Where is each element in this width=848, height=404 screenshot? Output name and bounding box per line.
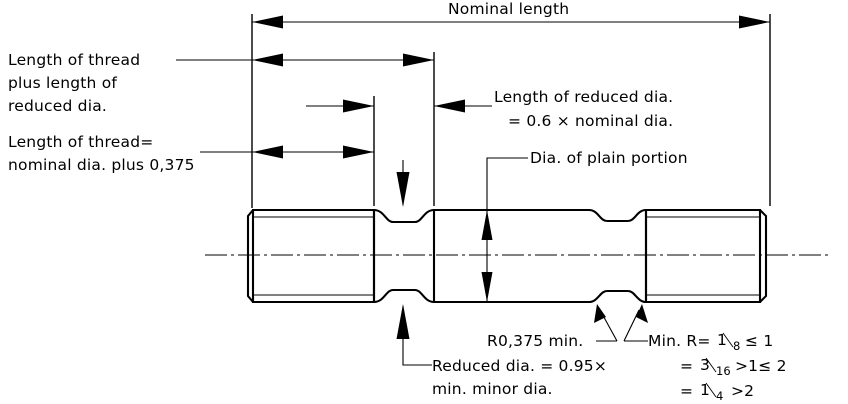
min-radius-row-1-condition: ≤ 1 bbox=[745, 332, 773, 350]
fillet-radius-arrowhead bbox=[594, 304, 606, 323]
annotation-reduced-dia: Reduced dia. = 0.95× min. minor dia. bbox=[396, 160, 607, 398]
left-reduced-dia-groove-top bbox=[372, 208, 436, 224]
min-radius-row-2-slash bbox=[705, 357, 717, 373]
min-radius-row-3-numerator: 1 bbox=[700, 381, 710, 399]
nominal-length-arrow-right bbox=[739, 15, 770, 29]
annotation-fillet-radius: R0,375 min. bbox=[487, 304, 618, 350]
right-undercut-top bbox=[587, 208, 648, 223]
thread-length-label-line1: Length of thread= bbox=[8, 133, 153, 151]
thread-plus-reduced-arrow-left bbox=[252, 53, 283, 67]
thread-plus-reduced-arrow-right bbox=[403, 53, 434, 67]
reduced-dia-top-arrowhead bbox=[396, 172, 410, 207]
dimension-thread-length: Length of thread= nominal dia. plus 0,37… bbox=[8, 133, 374, 174]
thread-plus-reduced-label-line3: reduced dia. bbox=[8, 97, 107, 115]
right-thread-body bbox=[644, 208, 768, 304]
min-radius-row-1: 1 8 ≤ 1 bbox=[717, 331, 773, 353]
stud-part-outline bbox=[205, 208, 830, 304]
nominal-length-label: Nominal length bbox=[448, 0, 569, 18]
min-radius-row-1-numerator: 1 bbox=[717, 331, 727, 349]
dimension-plain-portion-dia: Dia. of plain portion bbox=[481, 149, 688, 302]
min-radius-row-2-equals: = bbox=[680, 357, 693, 375]
min-radius-label-prefix: Min. R= bbox=[648, 332, 711, 350]
nominal-length-arrow-left bbox=[252, 15, 283, 29]
min-radius-leader-line bbox=[623, 309, 640, 342]
min-radius-row-1-slash bbox=[722, 332, 734, 348]
min-radius-row-3-condition: >2 bbox=[731, 382, 754, 400]
min-radius-row-3-denominator: 4 bbox=[716, 389, 723, 403]
plain-dia-arrow-bottom bbox=[481, 272, 493, 302]
thread-plus-reduced-label-line2: plus length of bbox=[8, 74, 117, 92]
reduced-dia-length-label-line2: = 0.6 × nominal dia. bbox=[508, 112, 673, 130]
dimension-nominal-length: Nominal length bbox=[252, 0, 770, 29]
fillet-radius-label: R0,375 min. bbox=[487, 332, 583, 350]
right-undercut-bottom bbox=[587, 289, 648, 304]
plain-dia-leader-line bbox=[486, 157, 528, 210]
thread-length-label-line2: nominal dia. plus 0,375 bbox=[8, 156, 195, 174]
annotation-min-radius: Min. R= 1 8 ≤ 1 = 3 16 >1≤ 2 = 1 4 bbox=[623, 304, 787, 403]
thread-length-arrow-left bbox=[252, 145, 283, 159]
min-radius-row-2-denominator: 16 bbox=[716, 364, 731, 378]
left-thread-body bbox=[246, 208, 376, 304]
reduced-dia-note-line1: Reduced dia. = 0.95× bbox=[432, 357, 607, 375]
min-radius-row-1-denominator: 8 bbox=[733, 339, 740, 353]
reduced-dia-note-line2: min. minor dia. bbox=[432, 380, 553, 398]
plain-portion-dia-label: Dia. of plain portion bbox=[530, 149, 688, 167]
min-radius-row-3-slash bbox=[705, 382, 717, 398]
dimension-thread-plus-reduced: Length of thread plus length of reduced … bbox=[8, 51, 434, 115]
extension-lines bbox=[251, 14, 771, 208]
min-radius-row-2: = 3 16 >1≤ 2 bbox=[680, 356, 787, 378]
min-radius-row-2-condition: >1≤ 2 bbox=[735, 357, 787, 375]
thread-length-arrow-right bbox=[343, 145, 374, 159]
reduced-dia-bottom-arrowhead bbox=[396, 304, 410, 339]
thread-plus-reduced-label-line1: Length of thread bbox=[8, 51, 140, 69]
min-radius-row-3-equals: = bbox=[680, 382, 693, 400]
reduced-dia-short-arrow bbox=[343, 99, 374, 113]
min-radius-row-3: = 1 4 >2 bbox=[680, 381, 754, 403]
dimension-reduced-dia-length: Length of reduced dia. = 0.6 × nominal d… bbox=[306, 88, 673, 130]
reduced-dia-right-arrow bbox=[434, 99, 465, 113]
min-radius-row-2-numerator: 3 bbox=[700, 356, 710, 374]
min-radius-arrowhead bbox=[636, 304, 648, 323]
reduced-dia-length-label-line1: Length of reduced dia. bbox=[494, 88, 673, 106]
left-reduced-dia-groove-bottom bbox=[372, 288, 436, 304]
plain-dia-arrow-top bbox=[481, 210, 493, 240]
